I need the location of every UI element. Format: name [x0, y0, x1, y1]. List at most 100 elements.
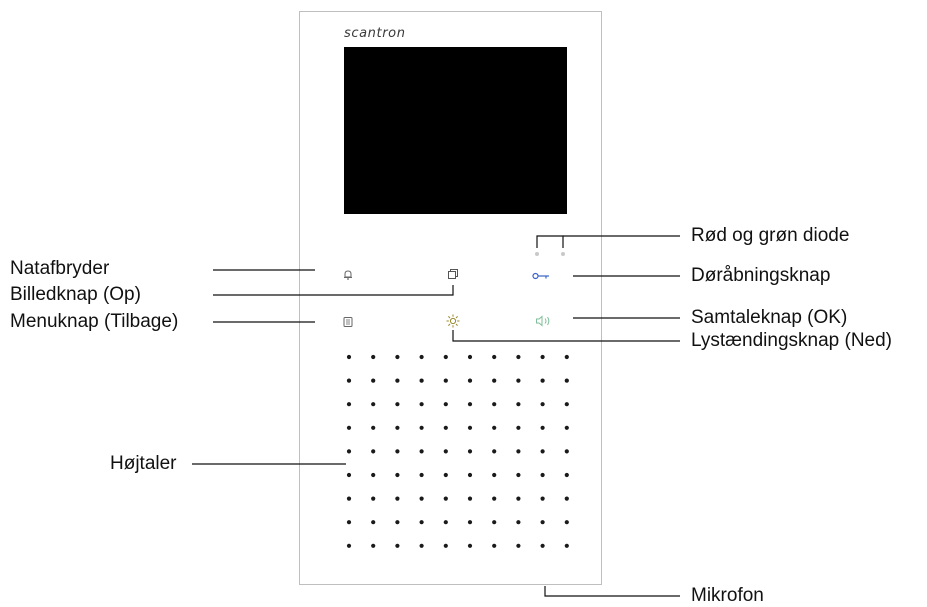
- diode-leader: [536, 235, 564, 248]
- speaker-hole: [371, 378, 376, 383]
- speaker-hole: [419, 378, 424, 383]
- speaker-hole: [492, 425, 497, 430]
- microphone-leader: [544, 586, 680, 597]
- speaker-hole: [516, 496, 521, 501]
- menu-icon[interactable]: [342, 316, 354, 328]
- speaker-hole: [540, 543, 545, 548]
- speaker-hole: [492, 543, 497, 548]
- speaker-hole: [419, 402, 424, 407]
- speaker-hole: [540, 354, 545, 360]
- brand-logo: scantron: [344, 26, 406, 41]
- label-brightness-button: Lystændingsknap (Ned): [691, 330, 893, 351]
- label-speaker: Højtaler: [110, 453, 177, 474]
- speaker-hole: [467, 402, 473, 407]
- speaker-hole: [395, 402, 400, 407]
- label-picture-button: Billedknap (Op): [10, 284, 141, 305]
- speaker-hole: [516, 354, 521, 360]
- speaker-hole: [540, 449, 545, 454]
- speaker-hole: [371, 496, 376, 501]
- brightness-leader: [452, 330, 680, 342]
- speaker-hole: [346, 449, 352, 454]
- speaker-hole: [467, 378, 473, 383]
- speaker-hole: [395, 472, 400, 478]
- speaker-hole: [564, 402, 569, 407]
- speaker-hole: [540, 378, 545, 383]
- speaker-hole: [540, 520, 545, 525]
- speaker-hole: [371, 449, 376, 454]
- speaker-hole: [443, 449, 448, 454]
- speaker-hole: [492, 520, 497, 525]
- speaker-hole: [564, 496, 569, 501]
- speaker-hole: [371, 354, 376, 360]
- speaker-grill: [346, 354, 569, 548]
- speaker-hole: [395, 378, 400, 383]
- speaker-hole: [516, 425, 521, 430]
- speaker-hole: [395, 543, 400, 548]
- speaker-hole: [443, 496, 448, 501]
- speaker-hole: [443, 520, 448, 525]
- speaker-hole: [419, 496, 424, 501]
- label-diode: Rød og grøn diode: [691, 225, 850, 246]
- speaker-hole: [346, 354, 352, 360]
- speaker-hole: [467, 520, 473, 525]
- speaker-hole: [419, 472, 424, 478]
- speaker-hole: [371, 402, 376, 407]
- speaker-hole: [467, 496, 473, 501]
- speaker-hole: [467, 354, 473, 360]
- green-led: [561, 252, 565, 256]
- speaker-hole: [467, 543, 473, 548]
- speaker-hole: [564, 425, 569, 430]
- bell-icon[interactable]: [342, 269, 354, 281]
- speaker-hole: [443, 425, 448, 430]
- speaker-hole: [371, 472, 376, 478]
- video-screen: [344, 47, 567, 214]
- speaker-hole: [395, 520, 400, 525]
- label-talk-button: Samtaleknap (OK): [691, 307, 848, 328]
- label-door-open: Døråbningsknap: [691, 265, 831, 286]
- red-led: [535, 252, 539, 256]
- speaker-hole: [346, 402, 352, 407]
- speaker-hole: [492, 402, 497, 407]
- speaker-hole: [540, 496, 545, 501]
- speaker-hole: [419, 520, 424, 525]
- speaker-hole: [516, 378, 521, 383]
- speaker-hole: [443, 354, 448, 360]
- speaker-hole: [564, 449, 569, 454]
- label-microphone: Mikrofon: [691, 585, 764, 606]
- speaker-hole: [443, 402, 448, 407]
- speaker-hole: [419, 354, 424, 360]
- speaker-hole: [419, 543, 424, 548]
- speaker-hole: [443, 472, 448, 478]
- talk-speaker-icon[interactable]: [535, 315, 551, 327]
- brightness-icon[interactable]: [446, 314, 460, 328]
- speaker-hole: [371, 520, 376, 525]
- speaker-hole: [492, 378, 497, 383]
- speaker-hole: [516, 449, 521, 454]
- speaker-hole: [443, 543, 448, 548]
- speaker-hole: [516, 543, 521, 548]
- label-menu-button: Menuknap (Tilbage): [10, 311, 179, 332]
- speaker-hole: [516, 520, 521, 525]
- speaker-hole: [564, 472, 569, 478]
- speaker-hole: [346, 378, 352, 383]
- speaker-hole: [419, 425, 424, 430]
- speaker-hole: [540, 402, 545, 407]
- key-icon[interactable]: [532, 271, 550, 281]
- speaker-hole: [419, 449, 424, 454]
- speaker-hole: [346, 425, 352, 430]
- speaker-hole: [492, 354, 497, 360]
- speaker-hole: [492, 496, 497, 501]
- speaker-hole: [492, 472, 497, 478]
- speaker-hole: [467, 425, 473, 430]
- speaker-hole: [346, 543, 352, 548]
- speaker-hole: [346, 520, 352, 525]
- speaker-hole: [395, 496, 400, 501]
- speaker-hole: [371, 543, 376, 548]
- speaker-hole: [492, 449, 497, 454]
- speaker-hole: [516, 402, 521, 407]
- speaker-hole: [346, 496, 352, 501]
- speaker-hole: [395, 425, 400, 430]
- speaker-hole: [564, 543, 569, 548]
- picture-icon[interactable]: [447, 268, 459, 280]
